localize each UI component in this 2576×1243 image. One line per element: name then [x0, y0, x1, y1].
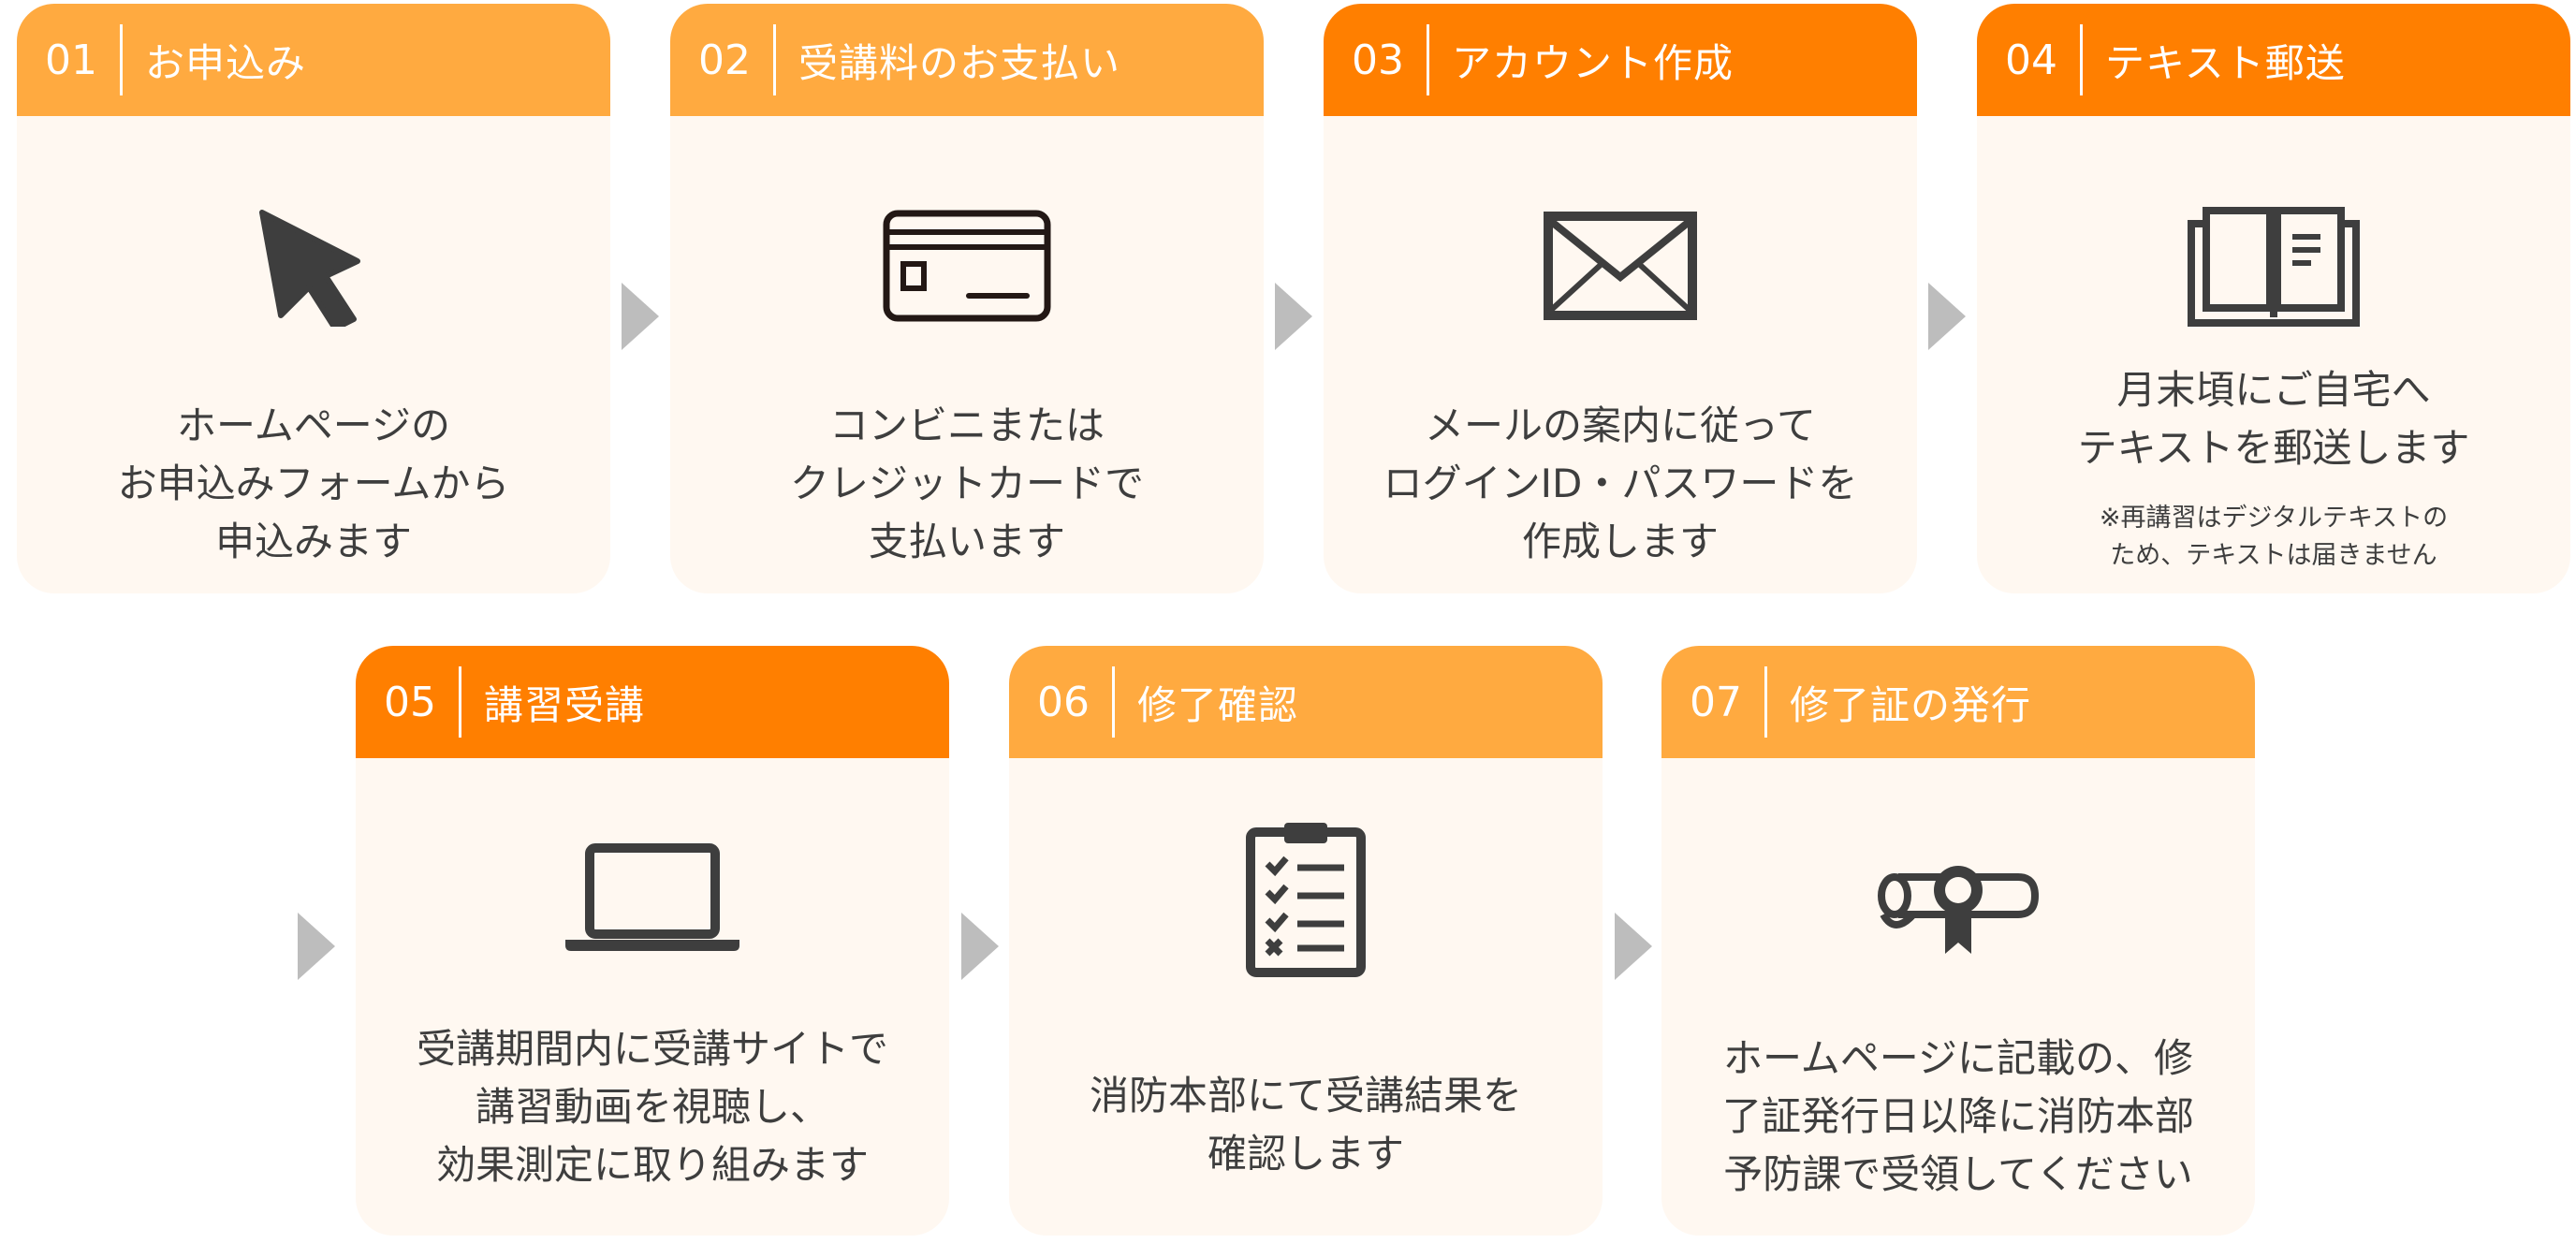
step-note: ※再講習はデジタルテキストの ため、テキストは届きません	[2099, 504, 2449, 570]
step-number: 01	[45, 36, 97, 84]
step-card-01: 01 お申込み ホームページの お申込みフォームから 申込みます	[17, 4, 610, 593]
credit-card-icon	[670, 191, 1264, 341]
step-header: 05 講習受講	[356, 646, 949, 758]
step-title: 講習受講	[484, 681, 646, 728]
step-header: 03 アカウント作成	[1324, 4, 1917, 116]
step-header: 07 修了証の発行	[1661, 646, 2255, 758]
arrow-right-icon	[1615, 913, 1652, 980]
divider	[1427, 24, 1429, 95]
step-number: 05	[384, 678, 436, 726]
arrow-right-icon	[1275, 283, 1312, 350]
step-description: 消防本部にて受講結果を 確認します	[1089, 1073, 1522, 1177]
step-number: 03	[1352, 36, 1404, 84]
book-icon	[1977, 191, 2570, 341]
step-card-06: 06 修了確認 消防本部にて受講結果を 確認します	[1009, 646, 1603, 1236]
step-description: メールの案内に従って ログインID・パスワードを 作成します	[1383, 402, 1858, 564]
step-description: 月末頃にご自宅へ テキストを郵送します	[2077, 367, 2470, 471]
arrow-right-icon	[298, 913, 335, 980]
step-title: 受講料のお支払い	[798, 39, 1121, 86]
step-header: 04 テキスト郵送	[1977, 4, 2570, 116]
step-number: 04	[2005, 36, 2057, 84]
divider	[773, 24, 776, 95]
step-title: 修了確認	[1137, 681, 1299, 728]
step-header: 06 修了確認	[1009, 646, 1603, 758]
step-description: ホームページに記載の、修 了証発行日以降に消防本部 予防課で受領してください	[1721, 1035, 2194, 1197]
step-number: 07	[1690, 678, 1742, 726]
divider	[1764, 666, 1767, 738]
certificate-icon	[1661, 833, 2255, 983]
divider	[459, 666, 461, 738]
divider	[1112, 666, 1115, 738]
step-card-02: 02 受講料のお支払い コンビニまたは クレジットカードで 支払います	[670, 4, 1264, 593]
arrow-right-icon	[1928, 283, 1966, 350]
step-title: お申込み	[145, 39, 307, 86]
step-description: ホームページの お申込みフォームから 申込みます	[117, 402, 510, 564]
step-number: 06	[1037, 678, 1090, 726]
step-card-04: 04 テキスト郵送 月末頃にご自宅へ テキストを郵送します ※再講習はデジタルテキ…	[1977, 4, 2570, 593]
step-card-07: 07 修了証の発行 ホームページに記載の、修 了証発行日以降に消防本部 予防課で受…	[1661, 646, 2255, 1236]
step-card-03: 03 アカウント作成 メールの案内に従って ログインID・パスワードを 作成します	[1324, 4, 1917, 593]
step-header: 02 受講料のお支払い	[670, 4, 1264, 116]
step-description: コンビニまたは クレジットカードで 支払います	[789, 402, 1144, 564]
divider	[120, 24, 123, 95]
divider	[2080, 24, 2083, 95]
step-title: アカウント作成	[1452, 39, 1734, 86]
step-number: 02	[698, 36, 751, 84]
cursor-icon	[17, 191, 610, 341]
step-card-05: 05 講習受講 受講期間内に受講サイトで 講習動画を視聴し、 効果測定に取り組みま…	[356, 646, 949, 1236]
step-title: テキスト郵送	[2105, 39, 2346, 86]
laptop-icon	[356, 824, 949, 973]
step-title: 修了証の発行	[1790, 681, 2032, 728]
clipboard-checklist-icon	[1009, 814, 1603, 983]
step-header: 01 お申込み	[17, 4, 610, 116]
arrow-right-icon	[622, 283, 659, 350]
step-description: 受講期間内に受講サイトで 講習動画を視聴し、 効果測定に取り組みます	[416, 1026, 888, 1188]
envelope-icon	[1324, 191, 1917, 341]
arrow-right-icon	[961, 913, 999, 980]
